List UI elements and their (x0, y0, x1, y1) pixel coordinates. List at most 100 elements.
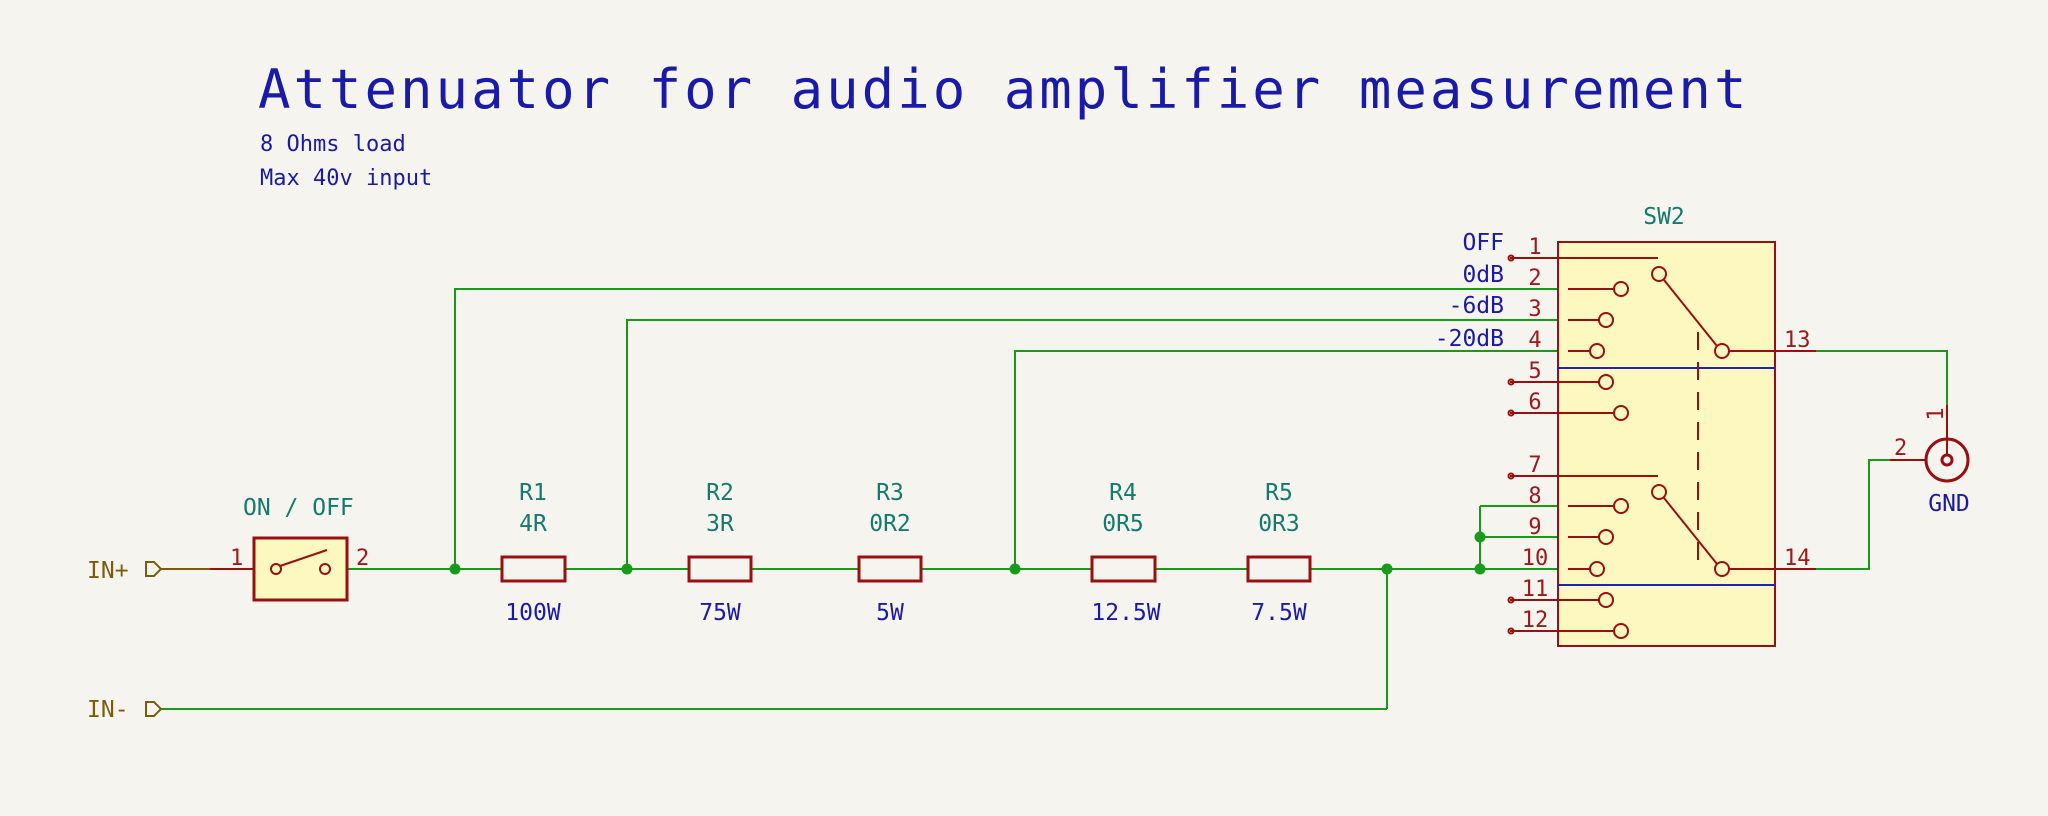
gnd-connector[interactable]: 1 2 GND (1890, 405, 1970, 517)
switch-contact (319, 563, 331, 575)
sw2-body (1557, 241, 1776, 647)
switch-pin1: 1 (230, 546, 243, 571)
wire-pin13-gnd (1816, 350, 1948, 427)
resistor-ref: R4 (1109, 480, 1137, 506)
sw2-common-contact (1714, 561, 1730, 577)
sw2-position-label: -20dB (1435, 326, 1504, 352)
junction-dot (449, 563, 461, 575)
sw2-contact (1613, 405, 1629, 421)
resistor-power: 7.5W (1251, 600, 1307, 626)
junction-dot (1009, 563, 1021, 575)
sw2-pin-number: 10 (1522, 546, 1549, 571)
resistor-value: 0R2 (869, 511, 911, 537)
sw2-pin-leads (1507, 254, 1658, 635)
sw2-pin14: 14 (1784, 546, 1811, 571)
sw2-deck-2-contacts (1589, 484, 1730, 639)
port-in-plus: IN+ (87, 558, 210, 584)
sw2-pin-number: 8 (1528, 484, 1541, 509)
gnd-label: GND (1928, 491, 1970, 517)
sw2-contact (1589, 343, 1605, 359)
sw2-position-label: -6dB (1449, 293, 1504, 319)
resistor-r4[interactable]: R4 0R5 12.5W (1090, 480, 1161, 626)
sw2-contact (1598, 592, 1614, 608)
junction-dot (1474, 531, 1486, 543)
resistor-power: 100W (505, 600, 561, 626)
schematic-title: Attenuator for audio amplifier measureme… (258, 58, 1749, 121)
gnd-connector-center (1940, 453, 1954, 467)
resistor-power: 12.5W (1091, 600, 1160, 626)
switch-on-off[interactable]: ON / OFF 1 2 (210, 495, 369, 602)
port-in-minus-arrow (145, 701, 163, 717)
resistor-value: 0R5 (1102, 511, 1144, 537)
resistor-power: 75W (699, 600, 741, 626)
sw2-position-label: 0dB (1462, 262, 1504, 288)
sw2-pin13: 13 (1784, 328, 1811, 353)
sw2-contact (1613, 281, 1629, 297)
switch-body (252, 536, 349, 602)
sw2-deck-1-contacts (1589, 266, 1730, 421)
resistor-body (1246, 555, 1312, 583)
resistor-r5[interactable]: R5 0R3 7.5W (1246, 480, 1312, 626)
sw2-contact (1598, 312, 1614, 328)
sw2-contact (1598, 529, 1614, 545)
switch-label: ON / OFF (243, 495, 354, 521)
junction-dot (1474, 563, 1486, 575)
resistor-r1[interactable]: R1 4R 100W (500, 480, 567, 626)
port-in-minus-label: IN- (87, 697, 129, 723)
sw2-pin-number: 2 (1528, 266, 1541, 291)
resistor-ref: R1 (519, 480, 547, 506)
sw2-pin-end (1507, 627, 1515, 635)
resistor-r3[interactable]: R3 0R2 5W (857, 480, 923, 626)
sw2-pin-number: 12 (1522, 608, 1549, 633)
sw2-contact (1613, 623, 1629, 639)
wire-0db (454, 288, 1568, 569)
sw2-pin-number: 6 (1528, 390, 1541, 415)
resistor-value: 3R (706, 511, 734, 537)
resistor-ref: R5 (1265, 480, 1293, 506)
junction-dot (621, 563, 633, 575)
sw2-pin-number: 11 (1522, 577, 1549, 602)
sw2-pin-number: 1 (1528, 235, 1541, 260)
sw2-wiper (1663, 279, 1718, 347)
note-load: 8 Ohms load (260, 132, 406, 157)
sw2-contact (1651, 266, 1667, 282)
wire-6db (626, 319, 1568, 569)
sw2-pin-number: 3 (1528, 297, 1541, 322)
wire-20db (1014, 350, 1568, 569)
gnd-pin2: 2 (1894, 436, 1907, 461)
switch-pin2: 2 (356, 546, 369, 571)
switch-lever (279, 549, 328, 567)
sw2-pin-number: 9 (1528, 515, 1541, 540)
sw2-contact (1613, 498, 1629, 514)
note-max-input: Max 40v input (260, 166, 432, 191)
sw2-pin-number: 4 (1528, 328, 1541, 353)
resistor-r2[interactable]: R2 3R 75W (687, 480, 753, 626)
sw2-contact (1589, 561, 1605, 577)
junctions (449, 531, 1486, 575)
sw2-ref: SW2 (1643, 204, 1685, 230)
resistor-body (857, 555, 923, 583)
port-in-plus-arrow (145, 561, 163, 577)
sw2-pin-number: 7 (1528, 453, 1541, 478)
resistor-body (1090, 555, 1157, 583)
sw2-pin-end (1507, 596, 1515, 604)
resistor-value: 0R3 (1258, 511, 1300, 537)
sw2-pin-end (1507, 378, 1515, 386)
resistor-value: 4R (519, 511, 547, 537)
sw2-pin-end (1507, 409, 1515, 417)
wire-pin14-gnd (1816, 459, 1906, 570)
resistor-ref: R3 (876, 480, 904, 506)
rotary-switch-sw2[interactable]: SW2 OFF 0dB -6dB -20dB 1 2 3 4 5 6 7 8 9… (1435, 204, 1816, 647)
sw2-pin-end (1507, 254, 1515, 262)
sw2-contact (1598, 374, 1614, 390)
sw2-wiper (1663, 497, 1718, 565)
port-in-plus-label: IN+ (87, 558, 129, 584)
gnd-pin1: 1 (1924, 407, 1949, 420)
port-in-minus: IN- (87, 697, 163, 723)
resistor-body (500, 555, 567, 583)
resistor-ref: R2 (706, 480, 734, 506)
sw2-contact (1651, 484, 1667, 500)
junction-dot (1381, 563, 1393, 575)
switch-contact (270, 563, 282, 575)
